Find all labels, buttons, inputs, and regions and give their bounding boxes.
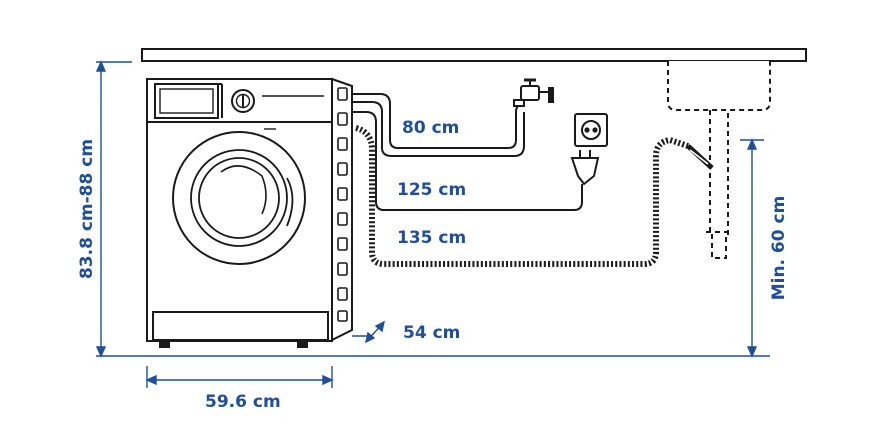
drain-hose <box>355 125 689 267</box>
power-cable <box>352 111 583 211</box>
power-cable-length-label: 125 cm <box>397 180 466 200</box>
width-label: 59.6 cm <box>205 392 281 412</box>
drain-min-height-label: Min. 60 cm <box>769 196 789 301</box>
hose-tap-length-label: 80 cm <box>402 118 459 138</box>
height-label: 83.8 cm-88 cm <box>77 139 97 279</box>
washing-machine-icon <box>146 77 353 348</box>
sink-icon <box>667 61 771 111</box>
depth-label: 54 cm <box>403 323 460 343</box>
power-socket-icon <box>574 113 608 147</box>
drain-hose-length-label: 135 cm <box>397 228 466 248</box>
countertop <box>141 48 807 62</box>
dimension-lines <box>95 60 764 388</box>
water-tap-icon <box>513 78 554 107</box>
drain-pipe-icon <box>706 110 732 259</box>
water-supply-hose <box>352 93 525 157</box>
power-plug-icon <box>570 150 600 186</box>
